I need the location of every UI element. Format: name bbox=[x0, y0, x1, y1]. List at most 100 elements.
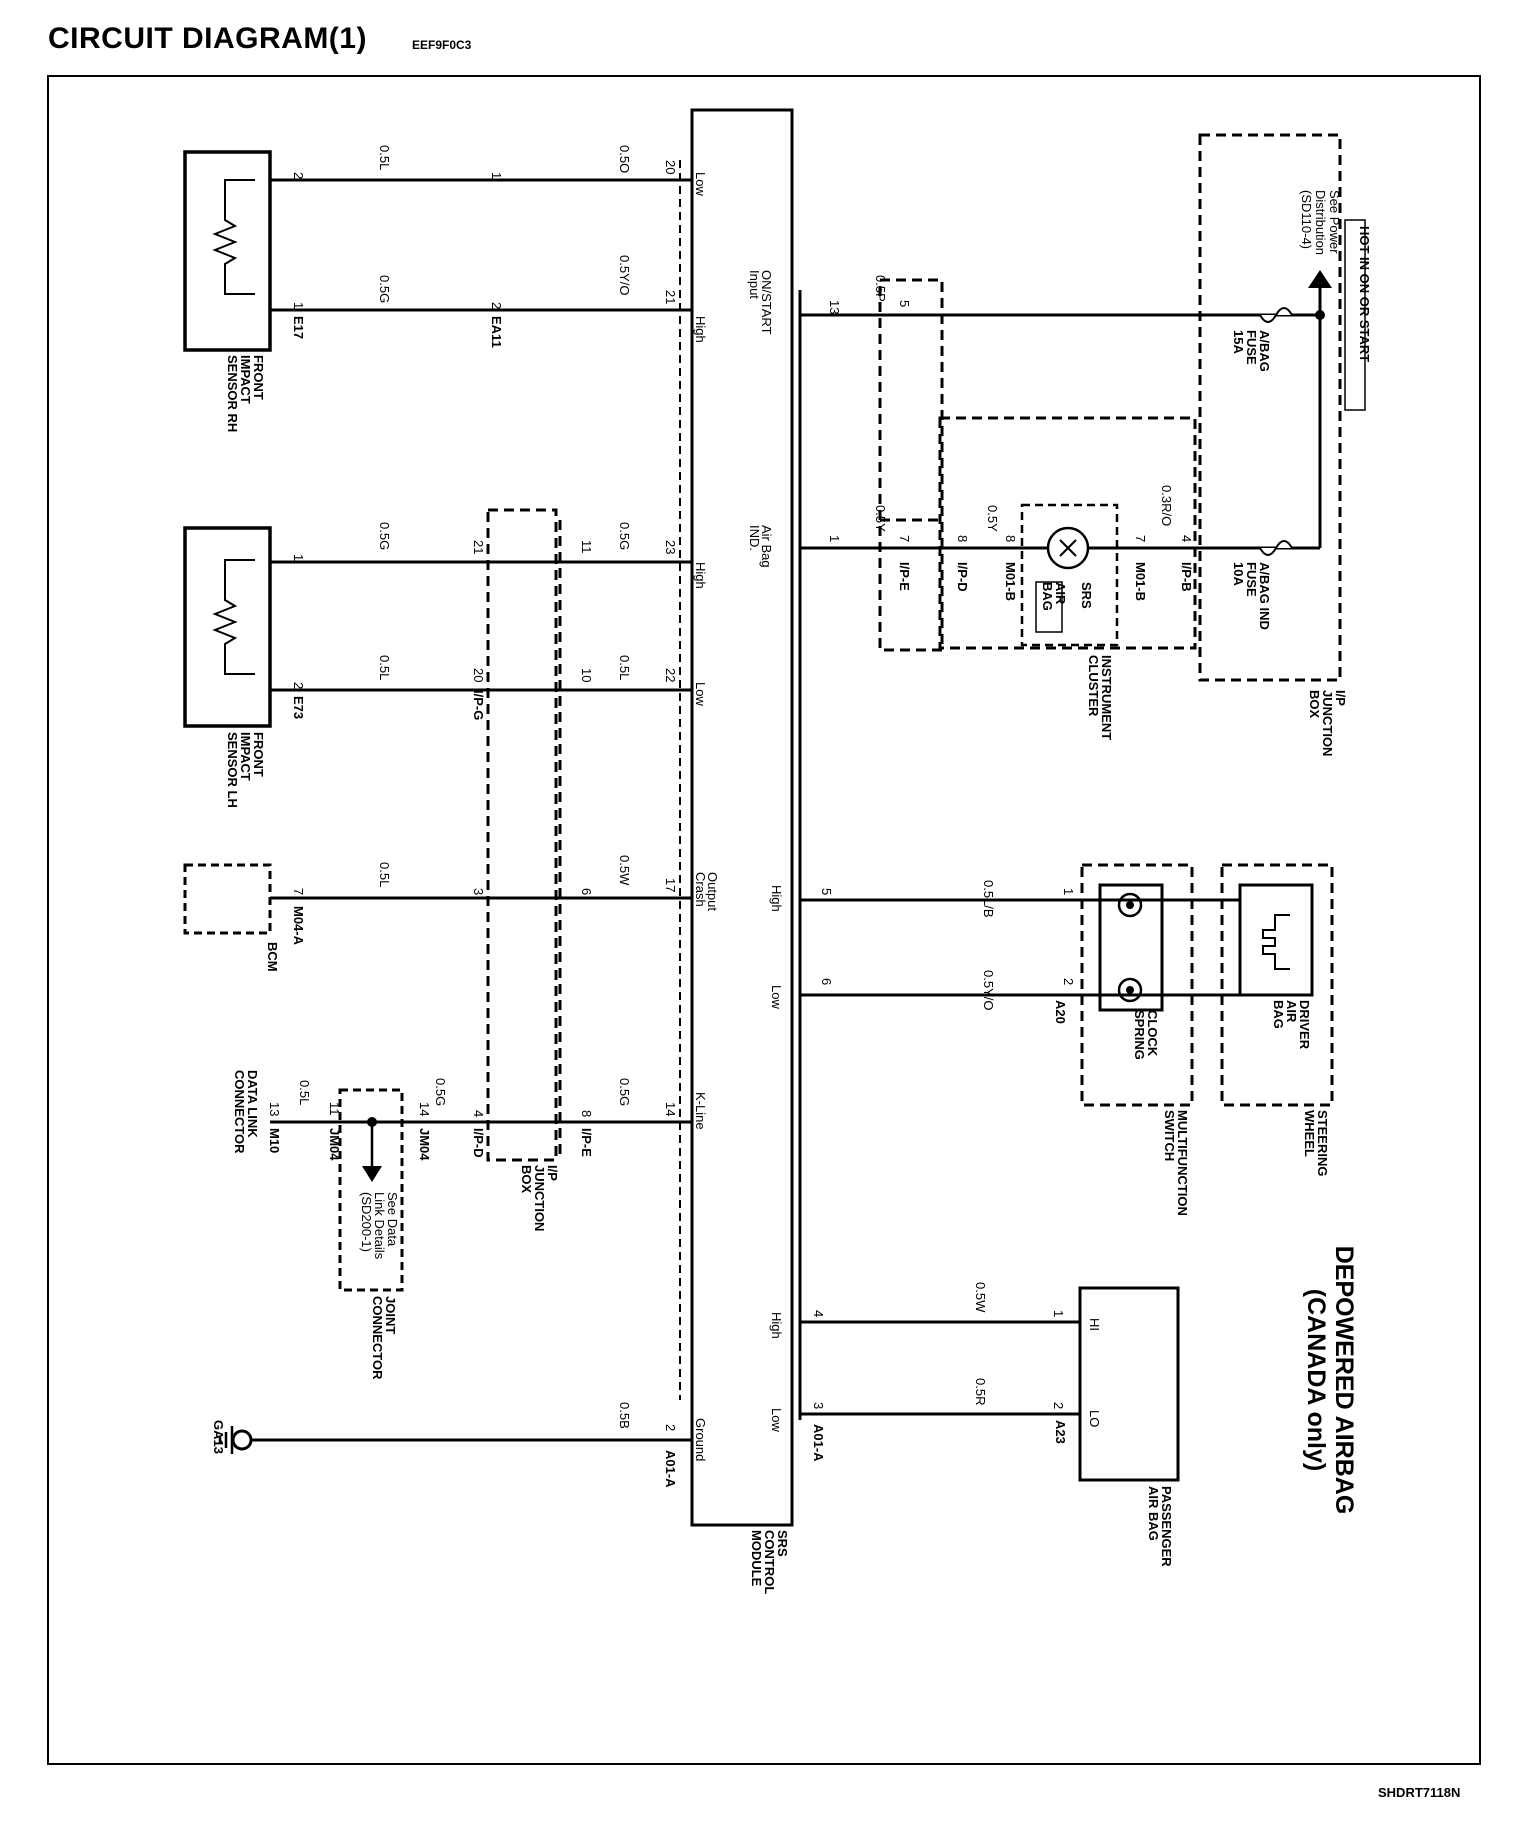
hot-label: HOT IN ON OR START bbox=[1357, 226, 1372, 362]
bcm-label: BCM bbox=[265, 942, 280, 972]
pin-14: 14 bbox=[663, 1102, 678, 1116]
ip-g-connector-outline bbox=[486, 508, 558, 1162]
wire-w19: 0.5G bbox=[617, 1078, 632, 1106]
ipjb2-3: BOX bbox=[519, 1165, 534, 1194]
front-impact-sensor-rh bbox=[183, 150, 272, 352]
wire-w9: 0.5O bbox=[617, 145, 632, 173]
pin-8a: 8 bbox=[1003, 535, 1018, 542]
fuse2-l3: 10A bbox=[1231, 562, 1246, 586]
pin-13: 13 bbox=[827, 300, 842, 314]
driver-2: AIR bbox=[1284, 1000, 1299, 1023]
cluster-srs-1: SRS bbox=[1079, 582, 1094, 609]
ipjb-l3: BOX bbox=[1307, 690, 1322, 719]
flh-1: FRONT bbox=[251, 732, 266, 777]
instrument-cluster-outline bbox=[938, 416, 1197, 650]
page-title: CIRCUIT DIAGRAM(1) bbox=[48, 22, 367, 55]
multifunction-switch-outline bbox=[1080, 863, 1194, 1107]
cluster-l2: CLUSTER bbox=[1086, 655, 1101, 717]
conn-ip-d: I/P-D bbox=[955, 562, 970, 592]
wire-w17: 0.5W bbox=[617, 855, 632, 886]
wire-w1: 0.5P bbox=[873, 275, 888, 302]
wire-w16: 0.5L bbox=[617, 655, 632, 680]
wire-w14: 0.5L bbox=[377, 655, 392, 680]
pin-1b: 1 bbox=[1061, 888, 1076, 895]
pin-2f: 2 bbox=[291, 682, 306, 689]
sensor-lh-resistor-icon bbox=[212, 559, 255, 675]
conn-e73: E73 bbox=[291, 696, 306, 719]
conn-e17: E17 bbox=[291, 316, 306, 339]
pin-1f: 1 bbox=[291, 554, 306, 561]
pin-1d: 1 bbox=[291, 302, 306, 309]
pin-4a: 4 bbox=[1179, 535, 1194, 542]
driver-airbag-box bbox=[1238, 883, 1314, 997]
fuse1-l3: 15A bbox=[1231, 330, 1246, 354]
power-ref-1: See Power bbox=[1327, 190, 1342, 254]
pin-11: 11 bbox=[579, 540, 594, 554]
dlc-2: CONNECTOR bbox=[232, 1070, 247, 1154]
pin-4b: 4 bbox=[811, 1310, 826, 1317]
pin-7a: 7 bbox=[897, 535, 912, 542]
srs-title-1: SRS bbox=[775, 1530, 790, 1557]
wire-w21: 0.5L bbox=[297, 1080, 312, 1105]
wire-w22: 0.5B bbox=[617, 1402, 632, 1429]
pin-10: 10 bbox=[579, 668, 594, 682]
wire-w13: 0.5G bbox=[377, 522, 392, 550]
clock-1: CLOCK bbox=[1145, 1010, 1160, 1057]
srs-high2: High bbox=[693, 562, 708, 589]
srs-high-b: High bbox=[769, 1312, 784, 1339]
pin-6c: 6 bbox=[579, 888, 594, 895]
pin-1a: 1 bbox=[827, 535, 842, 542]
fuse1-l2: FUSE bbox=[1244, 330, 1259, 365]
pin-14b: 14 bbox=[417, 1102, 432, 1116]
wire-w8: 0.5R bbox=[973, 1378, 988, 1405]
pin-2e: 2 bbox=[489, 302, 504, 309]
jc-2: CONNECTOR bbox=[370, 1296, 385, 1380]
srs-crash-1: Crash bbox=[693, 872, 708, 907]
driver-3: BAG bbox=[1271, 1000, 1286, 1029]
srs-title-2: CONTROL bbox=[762, 1530, 777, 1594]
pin-20: 20 bbox=[663, 160, 678, 174]
pin-2b: 2 bbox=[1061, 978, 1076, 985]
front-impact-sensor-lh bbox=[183, 526, 272, 728]
pin-17: 17 bbox=[663, 878, 678, 892]
wire-w3: 0.5Y bbox=[985, 505, 1000, 532]
pin-1c: 1 bbox=[1051, 1310, 1066, 1317]
pin-7c: 7 bbox=[291, 888, 306, 895]
pin-7b: 7 bbox=[1133, 535, 1148, 542]
dlc-1: DATA LINK bbox=[245, 1070, 260, 1138]
conn-a01-a: A01-A bbox=[811, 1424, 826, 1462]
conn-ip-d-2: I/P-D bbox=[471, 1128, 486, 1158]
conn-m01-b-2: M01-B bbox=[1003, 562, 1018, 601]
page-code: EEF9F0C3 bbox=[412, 38, 472, 52]
srs-low-b: Low bbox=[769, 1408, 784, 1432]
cluster-srs-2: AIR bbox=[1053, 582, 1068, 605]
pin-21: 21 bbox=[663, 290, 678, 304]
conn-m01-b: M01-B bbox=[1133, 562, 1148, 601]
wire-w11: 0.5L bbox=[377, 145, 392, 170]
clock-2: SPRING bbox=[1132, 1010, 1147, 1060]
srs-title-3: MODULE bbox=[749, 1530, 764, 1587]
pin-13b: 13 bbox=[267, 1102, 282, 1116]
pass-1: PASSENGER bbox=[1159, 1486, 1174, 1567]
conn-m04-a: M04-A bbox=[291, 906, 306, 946]
wire-w20: 0.5G bbox=[433, 1078, 448, 1106]
srs-high: High bbox=[693, 316, 708, 343]
cluster-srs-3: BAG bbox=[1040, 582, 1055, 611]
bcm-outline bbox=[183, 863, 272, 935]
multi-2: SWITCH bbox=[1162, 1110, 1177, 1161]
fuse-icon-1 bbox=[1259, 307, 1293, 323]
ip-junction-box-outline bbox=[1198, 133, 1342, 682]
srs-input: Input bbox=[747, 270, 762, 299]
fuse2-l1: A/BAG IND bbox=[1257, 562, 1272, 630]
diagram-title-line1: DEPOWERED AIRBAG bbox=[1330, 1246, 1358, 1515]
srs-airbag: Air Bag bbox=[759, 525, 774, 568]
wire-w7: 0.5W bbox=[973, 1282, 988, 1313]
srs-ground: Ground bbox=[693, 1418, 708, 1461]
conn-a20: A20 bbox=[1053, 1000, 1068, 1024]
power-ref-3: (SD110-4) bbox=[1299, 190, 1314, 249]
conn-ea11: EA11 bbox=[489, 316, 504, 348]
driver-airbag-icon bbox=[1262, 914, 1290, 970]
pin-8c: 8 bbox=[579, 1110, 594, 1117]
pin-2g: 2 bbox=[663, 1424, 678, 1431]
